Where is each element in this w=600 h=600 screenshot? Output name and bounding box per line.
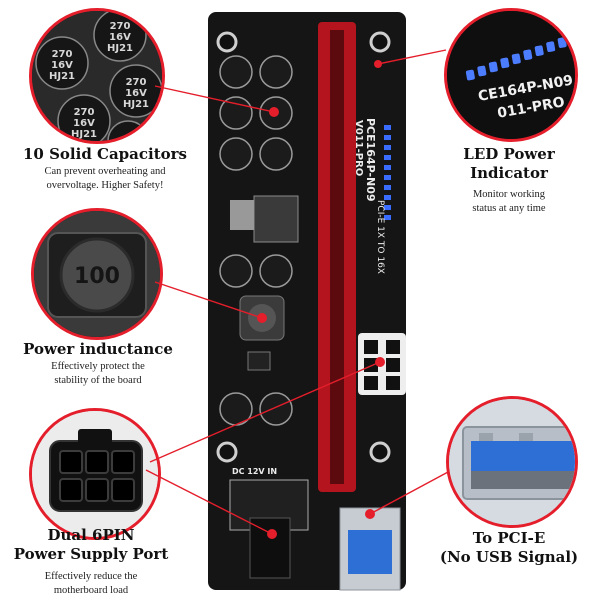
pcie-title-1: To PCI-E — [472, 529, 546, 547]
6pin-port-zoom-art — [32, 411, 158, 537]
usb-zoom-art — [449, 399, 575, 525]
dc-in-label: DC 12V IN — [232, 467, 277, 476]
zoom-cap-4-b: 16V — [73, 118, 95, 129]
leader-lines — [145, 49, 449, 535]
capacitors-zoom-art: 270 16V HJ21 270 16V HJ21 270 16V HJ21 2… — [32, 11, 162, 141]
zoom-cap-3-a: 270 — [126, 77, 147, 88]
zoom-cap-2-b: 16V — [109, 32, 131, 43]
led-strip — [384, 125, 391, 220]
capacitors-desc-1: Can prevent overheating and — [44, 166, 166, 177]
zoom-inductor-text: 100 — [74, 264, 120, 289]
inductance-title: Power inductance — [23, 340, 173, 358]
zoom-cap-4-c: HJ21 — [71, 129, 97, 140]
zoom-cap-4-a: 270 — [74, 107, 95, 118]
board-version-text: V011-PRO — [353, 120, 364, 176]
zoom-cap-1-c: HJ21 — [49, 71, 75, 82]
led-zoom-circle: CE164P-N09 011-PRO — [444, 8, 578, 142]
capacitors-title: 10 Solid Capacitors — [22, 145, 188, 163]
port-title-1: Dual 6PIN — [47, 526, 135, 544]
mounting-holes — [216, 31, 391, 463]
port-title-2: Power Supply Port — [13, 545, 169, 563]
inductance-zoom-circle: 100 — [31, 208, 163, 340]
capacitors-zoom-circle: 270 16V HJ21 270 16V HJ21 270 16V HJ21 2… — [29, 8, 165, 144]
leader-dots — [257, 60, 385, 539]
board-slot-text: PCI-E 1X TO 16X — [375, 200, 385, 274]
zoom-cap-3-b: 16V — [125, 88, 147, 99]
board-chip — [247, 351, 271, 371]
led-desc-1: Monitor working — [472, 189, 546, 200]
led-title-1: LED Power — [463, 145, 555, 163]
port-desc-2: motherboard load — [53, 585, 129, 596]
inductor-zoom-art: 100 — [34, 211, 160, 337]
port-desc-1: Effectively reduce the — [44, 571, 138, 582]
led-desc-2: status at any time — [472, 203, 546, 214]
led-zoom-art: CE164P-N09 011-PRO — [447, 11, 575, 139]
led-title-2: Indicator — [470, 164, 548, 182]
zoom-cap-2-a: 270 — [110, 21, 131, 32]
board-model-text: PCE164P-N09 — [364, 118, 377, 202]
board-capacitors — [219, 55, 293, 426]
riser-board — [208, 12, 406, 590]
pcie-zoom-circle — [446, 396, 578, 528]
capacitors-desc-2: overvoltage. Higher Safety! — [46, 180, 164, 191]
inductance-desc-2: stability of the board — [54, 375, 142, 386]
inductance-desc-1: Effectively protect the — [51, 361, 145, 372]
zoom-cap-2-c: HJ21 — [107, 43, 133, 54]
zoom-cap-1-b: 16V — [51, 60, 73, 71]
zoom-cap-3-c: HJ21 — [123, 99, 149, 110]
port-zoom-circle — [29, 408, 161, 540]
pcie-title-2: (No USB Signal) — [439, 548, 579, 566]
voltage-regulator — [253, 195, 299, 243]
zoom-cap-1-a: 270 — [52, 49, 73, 60]
